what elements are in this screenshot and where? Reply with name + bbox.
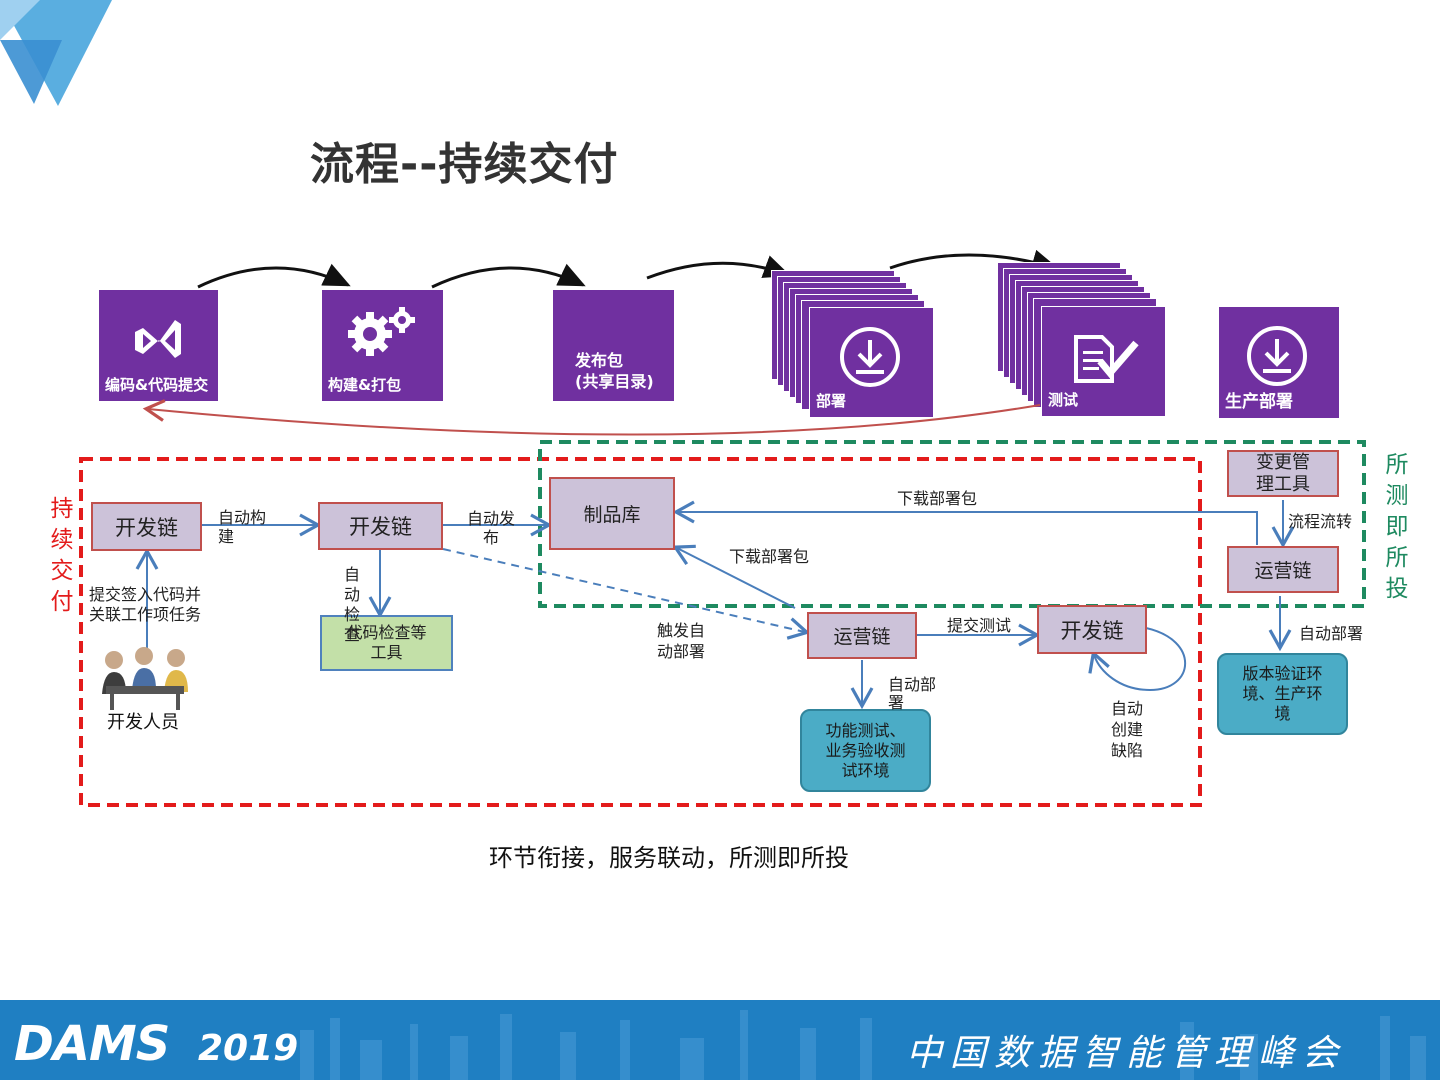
node-label-line: 理工具 <box>1256 473 1310 495</box>
node-label-line: 工具 <box>370 643 403 662</box>
edge-label-line: 触发自 <box>657 621 706 640</box>
city-skyline-decoration <box>300 1010 1426 1080</box>
checklist-icon <box>1074 335 1139 383</box>
label-char: 付 <box>50 589 74 615</box>
node-label-line: 功能测试、 <box>825 720 906 740</box>
footer-event-name: 中国数据智能管理峰会 <box>906 1033 1347 1074</box>
auto-build-label: 自动构 建 <box>218 508 266 546</box>
edge-label-line: 提交签入代码并 <box>89 585 202 604</box>
test-equals-deploy-label: 所 测 即 所 投 <box>1384 450 1410 605</box>
download-icon <box>840 327 900 387</box>
auto-create-bug-label: 自动 创建 缺陷 <box>1111 698 1143 761</box>
slide-caption: 环节衔接，服务联动，所测即所投 <box>489 844 849 872</box>
edge-label-char: 查 <box>344 625 361 644</box>
footer-year: 2019 <box>198 1028 299 1069</box>
developers-label: 开发人员 <box>107 712 179 733</box>
tile-build-package: 构建&打包 <box>322 290 443 401</box>
edge-label-line: 缺陷 <box>1111 741 1144 760</box>
auto-check-label: 自 动 检 查 <box>344 565 360 645</box>
node-label-line: 变更管 <box>1256 451 1310 473</box>
download-package-label-2: 下载部署包 <box>729 547 810 566</box>
edge-label-char: 检 <box>344 605 361 624</box>
node-label-line: 试环境 <box>841 760 890 780</box>
trigger-deploy-label: 触发自 动部署 <box>657 620 705 662</box>
gears-icon <box>348 307 415 356</box>
label-char: 所 <box>1385 545 1409 571</box>
node-label-line: 版本验证环 <box>1242 664 1323 683</box>
edge-label-line: 自动构 <box>218 508 267 527</box>
download-icon <box>1247 326 1307 386</box>
tile-test: 测试 <box>1041 306 1166 417</box>
process-flow-label: 流程流转 <box>1288 512 1353 531</box>
label-char: 所 <box>1385 452 1409 478</box>
edge-label-line: 自动部 <box>888 675 937 694</box>
label-char: 续 <box>50 527 74 553</box>
label-char: 交 <box>50 558 74 584</box>
edge-label-line: 自动发 <box>467 509 516 528</box>
edge-label-line: 关联工作项任务 <box>89 605 202 624</box>
edge-label-char: 自 <box>344 565 361 584</box>
artifact-repo-node: 制品库 <box>549 477 675 550</box>
dev-chain-node-1: 开发链 <box>91 502 202 551</box>
tile-production-deploy: 生产部署 <box>1219 307 1339 418</box>
dev-chain-node-3: 开发链 <box>1037 605 1147 654</box>
tile-release-package: 发布包 (共享目录) <box>553 290 674 401</box>
auto-deploy-label-2: 自动部署 <box>1299 624 1364 643</box>
edge-label-line: 动部署 <box>657 642 706 661</box>
code-check-tools-node: 代码检查等 工具 <box>320 615 453 671</box>
tile-label-line1: 发布包 <box>575 351 624 370</box>
submit-test-label: 提交测试 <box>947 616 1012 635</box>
tile-label: 生产部署 <box>1225 392 1293 412</box>
ops-chain-node-2: 运营链 <box>1227 546 1339 593</box>
visual-studio-icon <box>135 320 181 358</box>
continuous-delivery-label: 持 续 交 付 <box>49 494 75 618</box>
edge-label-line: 自动 <box>1111 699 1144 718</box>
ops-chain-node-1: 运营链 <box>807 612 917 659</box>
node-label-line: 业务验收测 <box>825 740 906 760</box>
tile-label: 部署 <box>816 392 847 410</box>
production-env-node: 版本验证环 境、生产环 境 <box>1217 653 1348 735</box>
node-label-line: 境、生产环 <box>1242 684 1323 703</box>
label-char: 持 <box>50 496 74 522</box>
tile-label: 编码&代码提交 <box>105 376 209 394</box>
label-char: 投 <box>1385 576 1409 602</box>
edge-label-line: 署 <box>888 693 905 712</box>
tile-label: 测试 <box>1048 391 1079 409</box>
page-title: 流程--持续交付 <box>310 139 619 190</box>
node-label-line: 代码检查等 <box>346 623 427 642</box>
developers-icon <box>102 647 188 710</box>
submit-code-label: 提交签入代码并 关联工作项任务 <box>89 585 201 625</box>
flow-connectors <box>79 399 1366 807</box>
footer-banner: DAMS 2019 中国数据智能管理峰会 <box>0 1000 1440 1080</box>
tile-label: 发布包 (共享目录) <box>575 350 654 392</box>
tile-label: 构建&打包 <box>328 376 402 394</box>
download-package-label-1: 下载部署包 <box>897 489 978 508</box>
corner-logo <box>0 0 112 106</box>
tile-label-line2: (共享目录) <box>575 372 654 391</box>
auto-publish-label: 自动发 布 <box>467 509 515 547</box>
change-mgmt-node: 变更管 理工具 <box>1227 450 1339 497</box>
footer-brand: DAMS <box>14 1016 170 1072</box>
edge-label-char: 动 <box>344 585 361 604</box>
node-label-line: 境 <box>1274 704 1291 723</box>
label-char: 测 <box>1385 483 1409 509</box>
label-char: 即 <box>1385 514 1409 540</box>
auto-deploy-label-1: 自动部 署 <box>888 676 936 712</box>
edge-label-line: 建 <box>218 527 235 546</box>
dev-chain-node-2: 开发链 <box>318 502 443 550</box>
tile-code-commit: 编码&代码提交 <box>99 290 218 401</box>
functional-test-env-node: 功能测试、 业务验收测 试环境 <box>800 709 931 792</box>
tile-deploy: 部署 <box>809 307 934 418</box>
edge-label-line: 布 <box>483 528 500 547</box>
edge-label-line: 创建 <box>1111 720 1144 739</box>
